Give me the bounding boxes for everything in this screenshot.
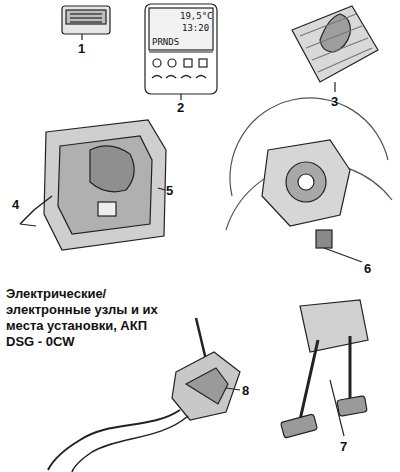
selector-lever	[48, 318, 240, 472]
callout-number: 2	[177, 101, 184, 114]
speed-sensor-location	[226, 98, 392, 262]
pedal-assembly	[281, 300, 368, 438]
callout-number: 1	[78, 42, 85, 55]
callout-number: 6	[364, 262, 371, 275]
figure-caption: Электрические/ электронные узлы и их мес…	[6, 286, 176, 350]
display-text: 19,5°C	[180, 12, 213, 21]
selector-cover	[292, 6, 378, 92]
display-text: PRNDS	[152, 38, 179, 47]
callout-number: 7	[340, 440, 347, 453]
callout-number: 5	[166, 184, 173, 197]
callout-number: 8	[242, 384, 249, 397]
callout-number: 4	[12, 198, 19, 211]
callout-number: 3	[331, 95, 338, 108]
display-text: 13:20	[182, 24, 209, 33]
instrument-display	[145, 4, 217, 100]
mechatronic-unit	[20, 120, 166, 250]
control-module	[62, 6, 110, 40]
